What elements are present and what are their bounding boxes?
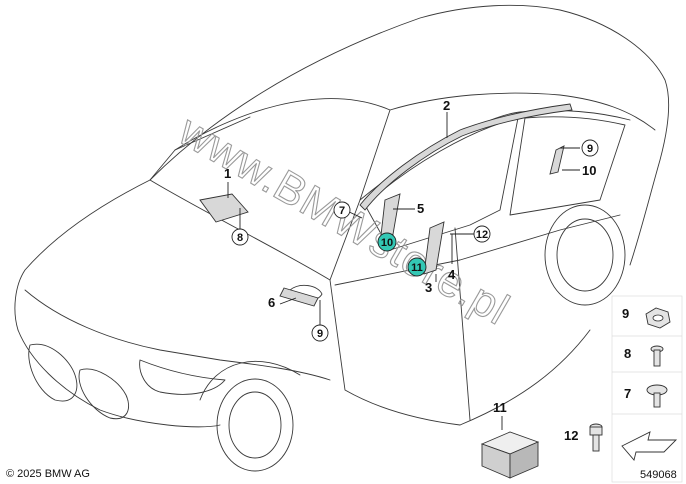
leader-lines: [227, 112, 580, 326]
callout-6: 6: [268, 295, 275, 310]
diagram-number: 549068: [640, 469, 677, 481]
callout-4: 4: [448, 267, 456, 282]
part-6-knee-airbag: [279, 287, 319, 307]
callout-8: 8: [237, 232, 243, 244]
screw-icon: [650, 345, 664, 367]
callout-12-circle: [473, 225, 491, 243]
callout-8-circle: [231, 228, 249, 246]
callout-9: 9: [587, 143, 593, 155]
callout-9-circle: [311, 324, 329, 342]
legend-label-8: 8: [624, 346, 631, 361]
callout-9: 9: [317, 328, 323, 340]
part-10-rear-airbag: [549, 145, 565, 175]
callout-5: 5: [417, 201, 424, 216]
legend-frame: [611, 295, 683, 483]
callout-10: 10: [582, 163, 596, 178]
callout-7-circle: [333, 201, 351, 219]
direction-arrow-icon: [621, 431, 678, 461]
part-3-side-airbag: [423, 221, 445, 275]
callout-11: 11: [411, 262, 423, 274]
callout-3: 3: [425, 280, 432, 295]
legend-label-11: 11: [493, 400, 507, 415]
callout-7: 7: [339, 205, 345, 217]
callout-11-highlight-circle: [407, 257, 427, 277]
legend-label-7: 7: [624, 386, 631, 401]
hex-socket-screw-icon: [589, 423, 603, 452]
callout-9-circle: [581, 139, 599, 157]
callout-11: 10: [381, 237, 393, 249]
nut-icon: [645, 307, 671, 329]
copyright-text: © 2025 BMW AG: [6, 468, 90, 480]
legend-label-9: 9: [622, 306, 629, 321]
callout-2: 2: [443, 98, 450, 113]
callout-11-highlight-circle: [377, 232, 397, 252]
airbag-parts: [199, 103, 573, 307]
callout-1: 1: [224, 166, 231, 181]
legend-panel: 9 8 7 12: [564, 295, 683, 483]
legend-label-12: 12: [564, 428, 578, 443]
part-1-airbag-module: [199, 193, 249, 223]
box-icon: [480, 431, 540, 479]
part-2-curtain-airbag: [359, 103, 573, 211]
washer-screw-icon: [646, 384, 668, 408]
callout-12: 12: [476, 229, 488, 241]
